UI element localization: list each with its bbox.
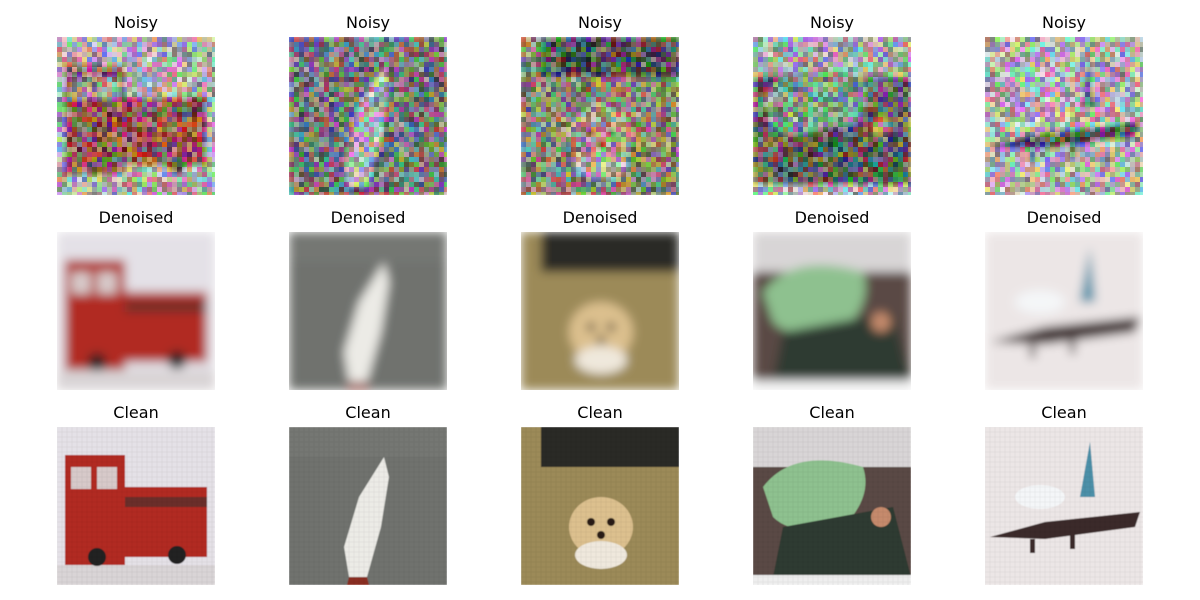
image-canvas (57, 37, 215, 195)
image-canvas (985, 37, 1143, 195)
image-canvas (289, 232, 447, 390)
panel-title: Denoised (794, 208, 870, 227)
panel-title: Clean (1041, 403, 1087, 422)
panel-title: Clean (809, 403, 855, 422)
image-canvas (753, 37, 911, 195)
denoised-boat-image (289, 232, 447, 390)
noisy-boat-image (289, 37, 447, 195)
panel-title: Noisy (1041, 13, 1086, 32)
clean-fire-truck-image (57, 427, 215, 585)
image-canvas (57, 427, 215, 585)
image-canvas (753, 427, 911, 585)
image-canvas (57, 232, 215, 390)
image-canvas (985, 232, 1143, 390)
denoised-fire-truck-image (57, 232, 215, 390)
denoised-dog-image (521, 232, 679, 390)
image-canvas (521, 37, 679, 195)
panel-title: Noisy (345, 13, 390, 32)
panel-title: Clean (345, 403, 391, 422)
noisy-fire-truck-image (57, 37, 215, 195)
panel-title: Clean (113, 403, 159, 422)
image-canvas (753, 232, 911, 390)
panel-title: Denoised (98, 208, 174, 227)
panel-title: Noisy (577, 13, 622, 32)
image-canvas (521, 232, 679, 390)
noisy-frog-image (753, 37, 911, 195)
denoised-frog-image (753, 232, 911, 390)
panel-title: Denoised (1026, 208, 1102, 227)
clean-frog-image (753, 427, 911, 585)
image-canvas (289, 427, 447, 585)
image-canvas (289, 37, 447, 195)
image-canvas (985, 427, 1143, 585)
image-canvas (521, 427, 679, 585)
panel-title: Noisy (809, 13, 854, 32)
clean-dog-image (521, 427, 679, 585)
clean-airplane-image (985, 427, 1143, 585)
panel-title: Clean (577, 403, 623, 422)
panel-title: Denoised (330, 208, 406, 227)
denoised-airplane-image (985, 232, 1143, 390)
noisy-dog-image (521, 37, 679, 195)
clean-boat-image (289, 427, 447, 585)
panel-title: Noisy (113, 13, 158, 32)
panel-title: Denoised (562, 208, 638, 227)
noisy-airplane-image (985, 37, 1143, 195)
